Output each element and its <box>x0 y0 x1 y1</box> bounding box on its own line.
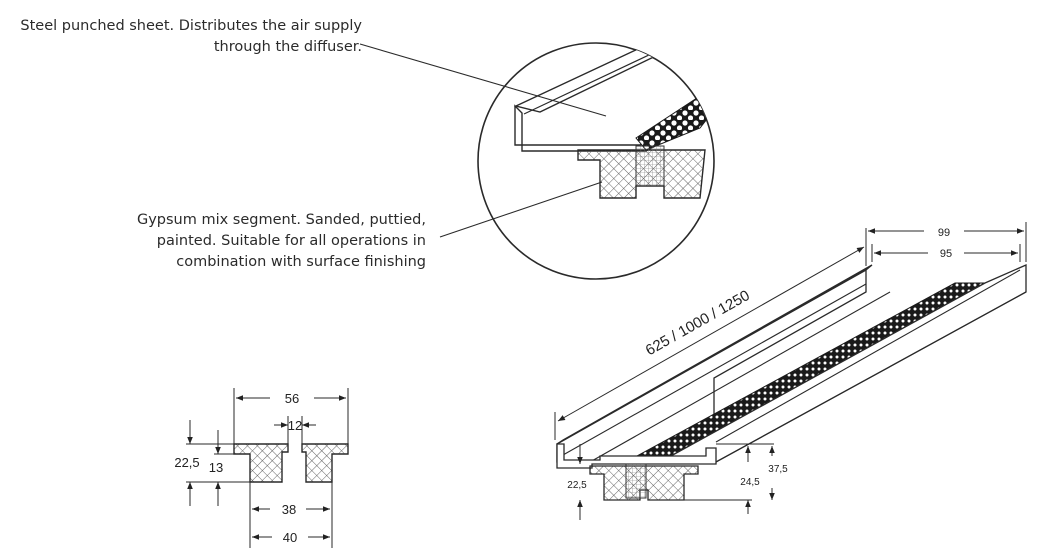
section-right-part <box>301 443 349 483</box>
callout-steel-sheet: Steel punched sheet. Distributes the air… <box>0 16 362 58</box>
callout-gypsum-line-2: painted. Suitable for all operations in <box>156 233 426 249</box>
dim-99: 99 <box>938 227 950 239</box>
dim-length-line <box>557 246 865 422</box>
section-left-part <box>233 443 289 483</box>
dim-38: 38 <box>282 502 296 517</box>
dim-22-5: 22,5 <box>174 455 199 470</box>
callout-gypsum-segment: Gypsum mix segment. Sanded, puttied, pai… <box>100 210 426 273</box>
dim-iso-22-5: 22,5 <box>567 480 587 491</box>
section-profile: 56 12 22,5 13 38 40 <box>174 388 349 548</box>
isometric-diffuser: 625 / 1000 / 1250 99 95 22,5 24,5 37,5 <box>554 222 1027 520</box>
callout-gypsum-line-1: Gypsum mix segment. Sanded, puttied, <box>136 212 426 228</box>
leader-gypsum <box>439 181 603 238</box>
dim-40: 40 <box>283 530 297 545</box>
callout-steel-line-2: through the diffuser. <box>213 39 362 55</box>
leader-steel <box>359 43 607 117</box>
dim-13: 13 <box>209 460 223 475</box>
dim-56: 56 <box>285 391 299 406</box>
callout-gypsum-line-3: combination with surface finishing <box>176 254 426 270</box>
dim-37-5: 37,5 <box>768 464 788 475</box>
detail-view <box>477 42 715 280</box>
callout-steel-line-1: Steel punched sheet. Distributes the air… <box>20 18 362 34</box>
dim-95: 95 <box>940 248 952 260</box>
mesh-insert <box>635 145 665 187</box>
dim-12: 12 <box>288 418 302 433</box>
dim-24-5: 24,5 <box>740 477 760 488</box>
